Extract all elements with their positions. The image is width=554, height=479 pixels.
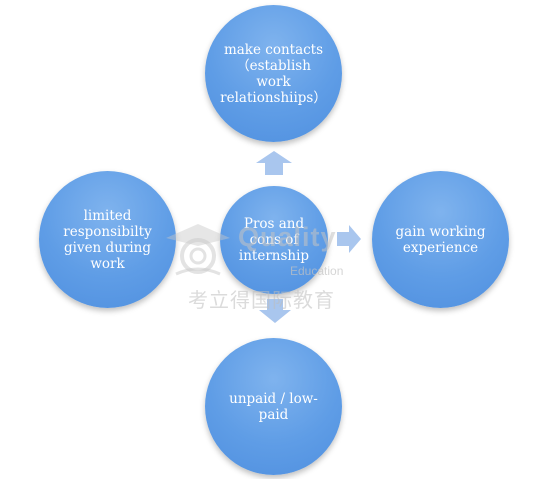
node-center: Pros and cons of internship [220, 186, 328, 294]
node-top-label: make contacts （establish work relationsh… [220, 41, 327, 106]
node-top: make contacts （establish work relationsh… [205, 5, 342, 142]
node-bottom-label: unpaid / low-paid [229, 390, 318, 423]
node-right-label: gain working experience [395, 223, 486, 256]
arrow-down-icon [259, 299, 291, 323]
node-center-label: Pros and cons of internship [238, 216, 310, 264]
node-left-label: limited responsibilty given during work [63, 207, 152, 272]
node-right: gain working experience [372, 171, 509, 308]
arrow-right-icon [337, 225, 361, 253]
arrow-up-icon [256, 151, 292, 175]
node-left: limited responsibilty given during work [39, 171, 176, 308]
node-bottom: unpaid / low-paid [205, 338, 342, 475]
